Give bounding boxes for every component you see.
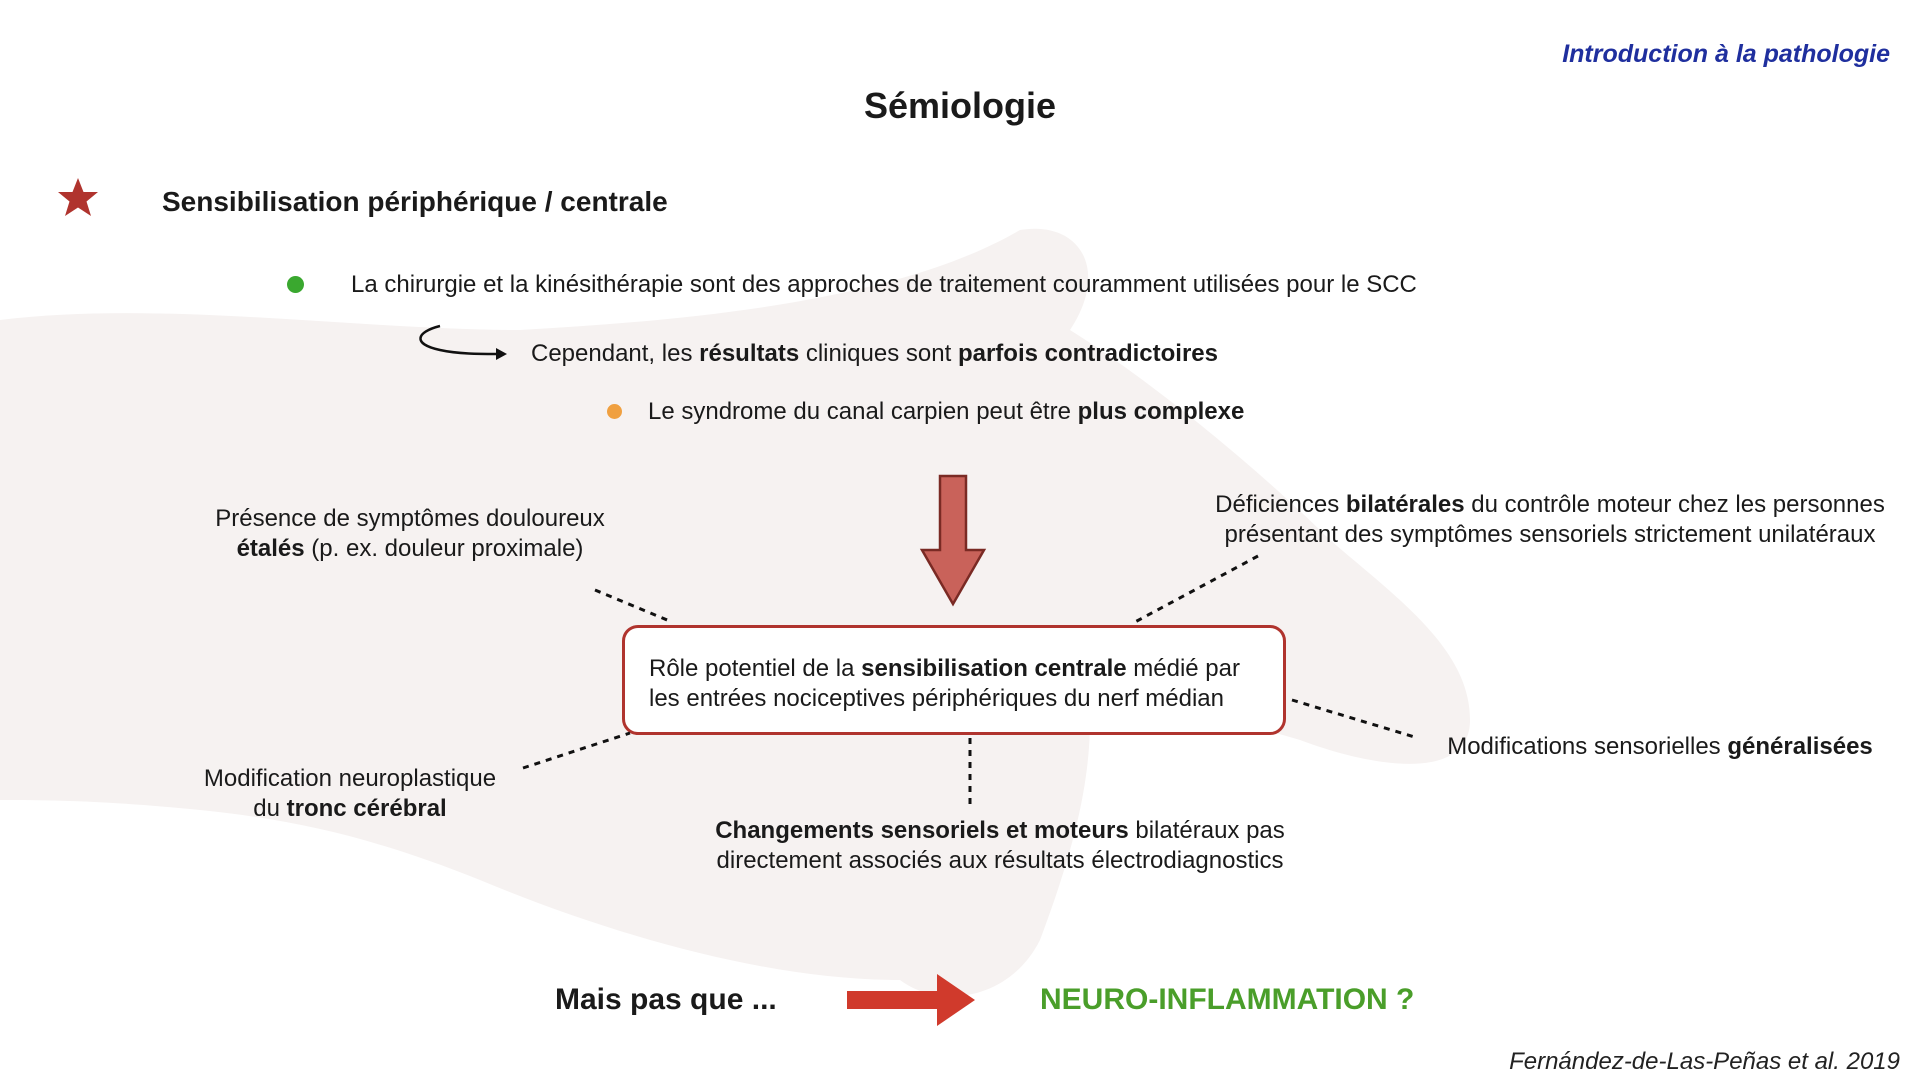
note-top-right-post: du contrôle moteur chez les personnes pr… [1224, 491, 1885, 548]
note-right: Modifications sensorielles généralisées [1420, 732, 1900, 762]
neuro-inflammation-label: NEURO-INFLAMMATION ? [1040, 983, 1415, 1016]
conclusion-text: Cependant, les résultats cliniques sont … [531, 340, 1218, 368]
header-tag: Introduction à la pathologie [1562, 40, 1890, 68]
note-bottom-left-pre: du [253, 795, 287, 822]
bullet-2-pre: Le syndrome du canal carpien peut être [648, 398, 1078, 425]
down-arrow-icon [919, 474, 987, 607]
curved-arrow-icon [419, 324, 507, 360]
note-top-left-bold: étalés [236, 535, 305, 562]
mais-label: Mais pas que ... [555, 983, 777, 1016]
bullet-2-bold: plus complexe [1077, 398, 1245, 425]
citation: Fernández-de-Las-Peñas et al. 2019 [1509, 1048, 1900, 1075]
note-right-pre: Modifications sensorielles [1447, 733, 1728, 760]
green-bullet-icon [287, 276, 304, 293]
conclusion-bold-2: parfois contradictoires [957, 340, 1218, 367]
note-bottom-left: Modification neuroplastique du tronc cér… [160, 764, 540, 824]
note-bottom-left-bold: tronc cérébral [286, 795, 447, 822]
star-icon [58, 178, 98, 216]
central-box: Rôle potentiel de la sensibilisation cen… [622, 625, 1286, 735]
note-right-bold: généralisées [1727, 733, 1873, 760]
note-top-right: Déficiences bilatérales du contrôle mote… [1180, 490, 1920, 550]
right-arrow-icon [847, 974, 975, 1026]
note-top-left: Présence de symptômes douloureux étalés … [190, 504, 630, 564]
note-bottom: Changements sensoriels et moteurs bilaté… [650, 816, 1350, 876]
conclusion-bold-1: résultats [699, 340, 800, 367]
note-top-left-rest: (p. ex. douleur proximale) [304, 535, 584, 562]
note-top-right-bold: bilatérales [1345, 491, 1465, 518]
bullet-text-complex: Le syndrome du canal carpien peut être p… [648, 398, 1244, 426]
bullet-text-treatment: La chirurgie et la kinésithérapie sont d… [351, 271, 1417, 298]
central-pre: Rôle potentiel de la [649, 655, 862, 682]
note-top-right-pre: Déficiences [1215, 491, 1346, 518]
page-title: Sémiologie [863, 85, 1057, 126]
conclusion-mid: cliniques sont [799, 340, 958, 367]
note-bottom-post: bilatéraux pas directement associés aux … [716, 817, 1285, 874]
note-bottom-bold: Changements sensoriels et moteurs [715, 817, 1129, 844]
note-top-left-line1: Présence de symptômes douloureux [215, 505, 605, 532]
orange-bullet-icon [607, 404, 622, 419]
conclusion-pre: Cependant, les [531, 340, 700, 367]
central-bold: sensibilisation centrale [861, 655, 1127, 682]
central-post: médié par les entrées nociceptives périp… [649, 655, 1240, 712]
section-heading: Sensibilisation périphérique / centrale [162, 186, 668, 217]
note-bottom-left-line1: Modification neuroplastique [203, 765, 497, 792]
